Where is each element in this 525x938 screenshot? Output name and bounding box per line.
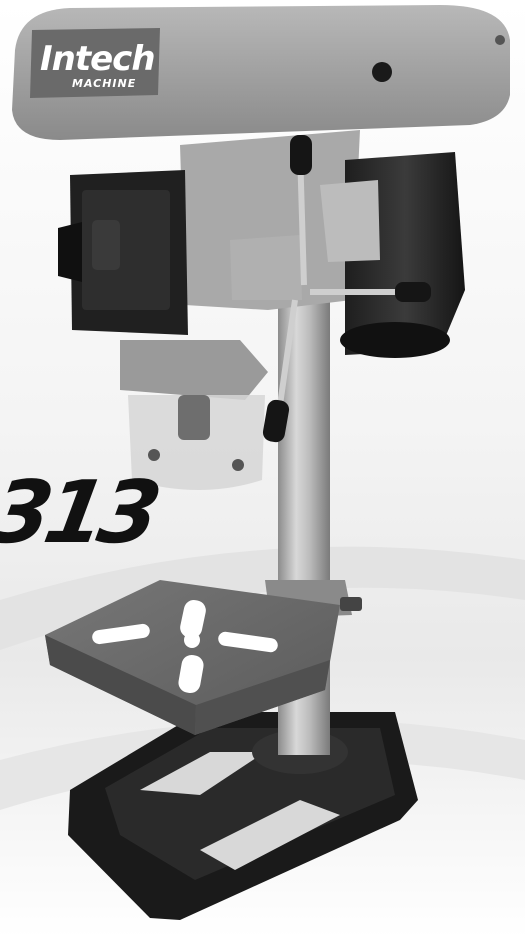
- table-slot: [218, 631, 278, 653]
- cover-knob-icon: [372, 62, 392, 82]
- base-slot: [140, 752, 265, 795]
- guard-screw: [232, 459, 244, 471]
- chuck-guard-bracket: [120, 340, 268, 400]
- brand-logo-subtext: MACHINE: [72, 77, 137, 90]
- power-switch: [58, 222, 82, 282]
- brand-plate: [30, 28, 160, 98]
- work-table-edge: [45, 635, 196, 735]
- brand-logo-text: Intech: [40, 39, 156, 79]
- table-center-hole: [184, 632, 200, 648]
- switch-button: [92, 220, 120, 270]
- feed-lever-knob-icon: [290, 135, 312, 175]
- feed-hub: [230, 235, 302, 300]
- bracket-lock-knob: [340, 597, 362, 611]
- motor-end-cap: [340, 322, 450, 358]
- model-number: 313: [0, 463, 163, 563]
- feed-lever-knob-icon: [395, 282, 431, 302]
- drill-chuck: [178, 395, 210, 440]
- base-slot: [200, 800, 340, 870]
- table-slot: [92, 623, 150, 645]
- feed-lever: [277, 299, 298, 406]
- cover-screw: [495, 35, 505, 45]
- chuck-guard: [128, 395, 265, 490]
- table-slot: [178, 654, 204, 694]
- work-table-edge: [195, 660, 330, 735]
- feed-lever-knob-icon: [262, 399, 290, 443]
- table-slot: [180, 599, 206, 639]
- head-housing: [180, 130, 360, 310]
- depth-scale: [320, 180, 380, 262]
- background-swoosh: [0, 546, 525, 650]
- guard-screw: [148, 449, 160, 461]
